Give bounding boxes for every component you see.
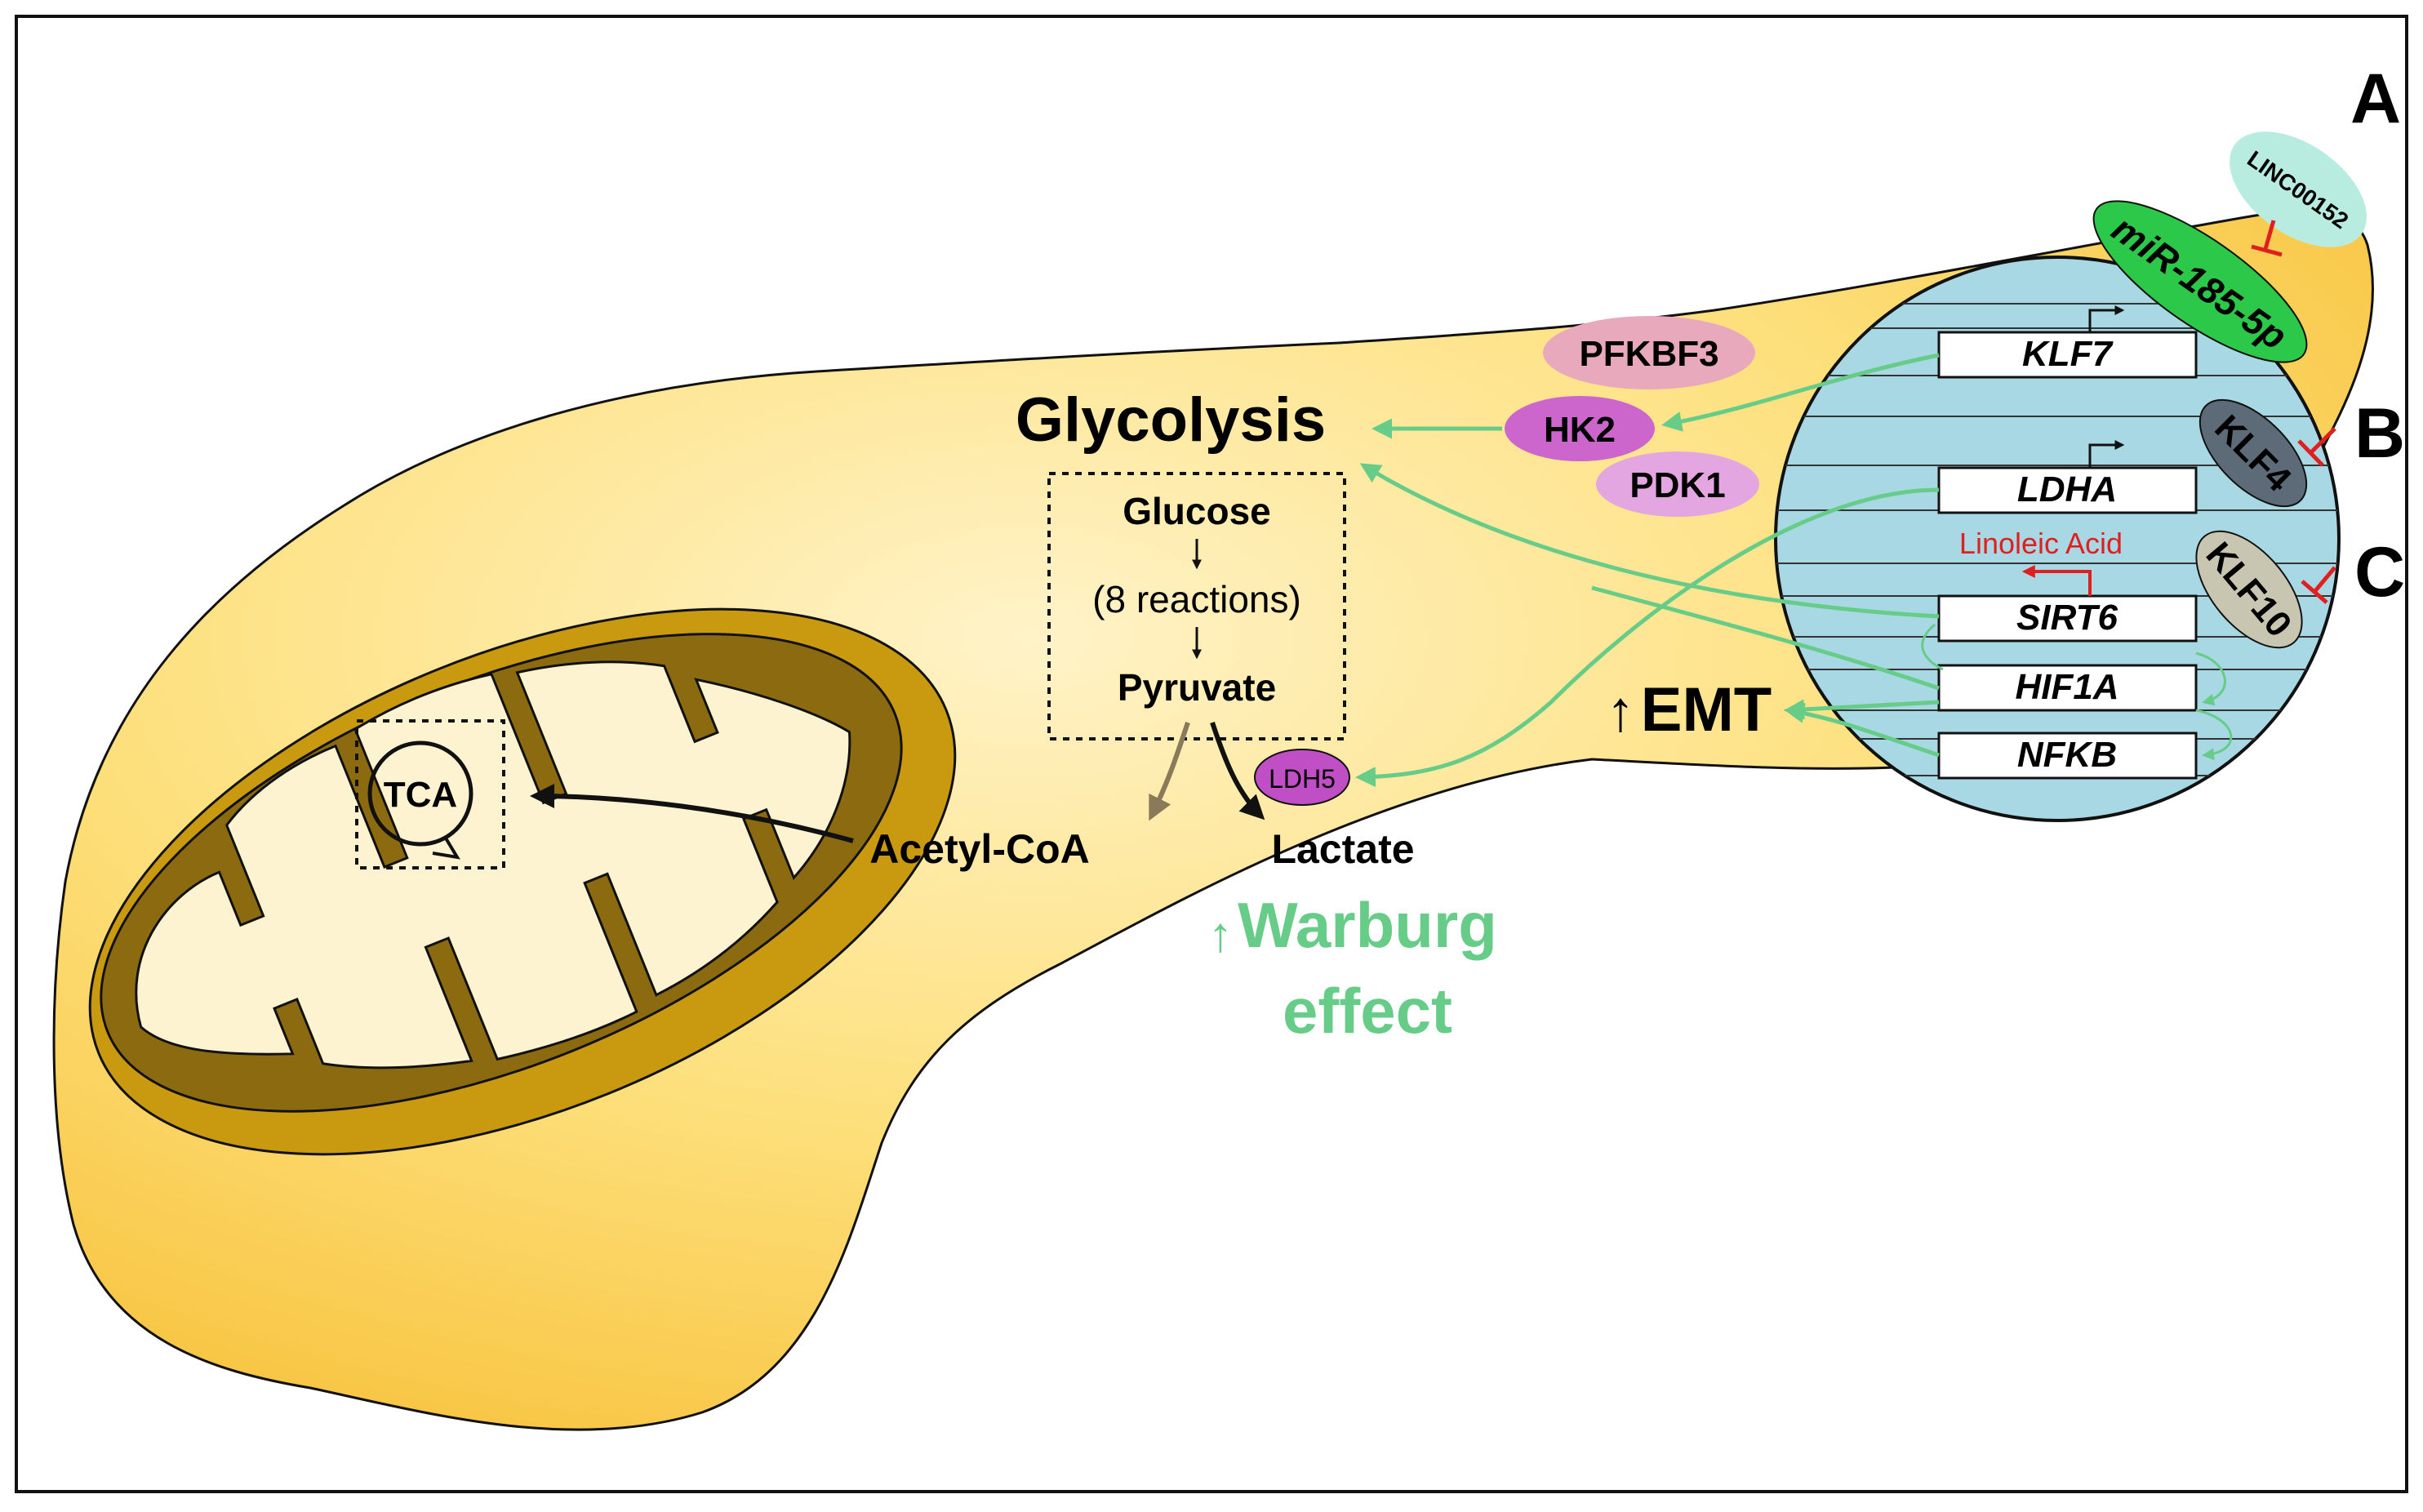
panel-letter-b: B [2354, 394, 2405, 473]
gene-ldha: LDHA [1937, 440, 2198, 514]
enzyme-pfkbf3: PFKBF3 [1543, 316, 1755, 389]
svg-text:PDK1: PDK1 [1629, 465, 1725, 505]
enzyme-hk2: HK2 [1505, 396, 1655, 461]
glycolysis-title: Glycolysis [1016, 385, 1326, 455]
pyruvate-to-lactate-arrow [1210, 722, 1265, 820]
panel-letter-c: C [2354, 533, 2405, 611]
pyruvate-label: Pyruvate [1118, 666, 1276, 709]
linc-inhibits-mir [2251, 220, 2283, 257]
hif1a-to-emt-arrow [1784, 699, 1940, 720]
sirt6-loop [1921, 623, 1944, 671]
svg-text:SIRT6: SIRT6 [2016, 598, 2118, 638]
ldha-to-ldh5-arrow [1355, 487, 1940, 788]
enzyme-pdk1: PDK1 [1596, 451, 1759, 517]
tca-cycle: TCA [355, 719, 505, 869]
glucose-label: Glucose [1123, 490, 1271, 532]
nfkb-to-emt-arrow [1784, 702, 1940, 758]
b-inhibits-klf4 [2297, 427, 2336, 467]
warburg-up-arrow: ↑ [1208, 907, 1233, 962]
linoleic-acid-label: Linoleic Acid [1959, 527, 2123, 560]
sirt6-to-glycolysis-arrow [1359, 463, 1940, 619]
enzyme-ldh5: LDH5 [1254, 749, 1350, 806]
klf7-to-hk2-arrow [1661, 353, 1940, 432]
glycolysis-box [1047, 472, 1346, 740]
svg-text:HK2: HK2 [1544, 410, 1616, 450]
panel-letter-a: A [2350, 60, 2401, 138]
svg-text:PFKBF3: PFKBF3 [1579, 334, 1718, 374]
acetyl-coa-label: Acetyl-CoA [869, 826, 1089, 872]
acetylcoa-to-tca-arrow [530, 784, 854, 843]
gene-klf7: KLF7 [1937, 305, 2198, 379]
nfkb-loop [2195, 709, 2233, 761]
hif1a-line [1591, 585, 1940, 691]
pyruvate-to-acetylcoa-arrow [1149, 722, 1190, 821]
reactions-label: (8 reactions) [1092, 578, 1301, 620]
gene-sirt6: SIRT6 [1937, 565, 2198, 643]
emt-label: EMT [1641, 675, 1772, 745]
svg-text:HIF1A: HIF1A [2015, 667, 2118, 707]
lactate-label: Lactate [1271, 826, 1414, 872]
warburg-label: Warburg [1238, 889, 1497, 961]
hif1a-loop [2195, 651, 2226, 706]
mitochondrion [88, 607, 957, 1156]
gene-hif1a: HIF1A [1937, 664, 2198, 712]
svg-text:LDH5: LDH5 [1269, 764, 1336, 794]
warburg-effect-label: effect [1283, 975, 1452, 1047]
gene-nfkb: NFKB [1937, 732, 2198, 780]
svg-text:KLF7: KLF7 [2022, 334, 2114, 374]
svg-text:TCA: TCA [384, 775, 457, 815]
emt-up-arrow: ↑ [1607, 679, 1635, 743]
c-inhibits-klf10 [2301, 566, 2336, 604]
svg-text:LDHA: LDHA [2017, 469, 2117, 509]
svg-text:NFKB: NFKB [2017, 735, 2117, 775]
rna-mir-185-5p: miR-185-5p [2092, 200, 2308, 363]
